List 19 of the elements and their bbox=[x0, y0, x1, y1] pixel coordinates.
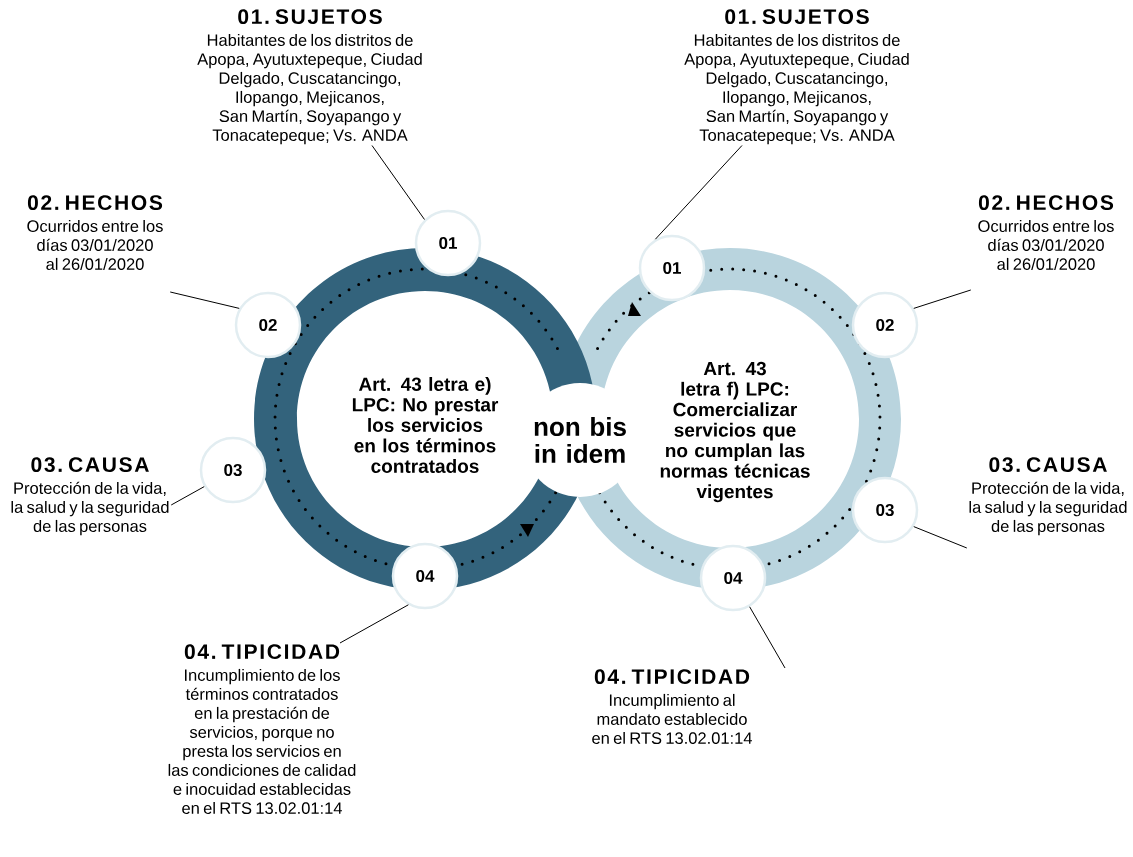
annotation-text: 04. TIPICIDAD Incumplimiento al mandato establecido en el RTS 13.02.01:14 bbox=[592, 669, 752, 744]
leader-line bbox=[169, 291, 240, 309]
leader-line bbox=[913, 289, 972, 309]
annotation-text: 02. HECHOS Ocurridos entre los días 03/01/2020 al 26/01/2020 bbox=[978, 195, 1114, 270]
rule-text: Art. 43 letra e) LPC: No prestar los servicios en los términos contratados bbox=[352, 377, 499, 473]
node-label: non bis in idem bbox=[534, 416, 626, 464]
annotation-text: 01. SUJETOS Habitantes de los distritos de Apopa, Ayutuxtepeque, Ciudad Delgado, Cuscatancingo, Ilopango, Mejicanos, San Martín, Soyapango y Tonacatepeque; Vs. ANDA bbox=[684, 9, 909, 145]
annotation-text: 03. CAUSA Protección de la vida, la salud y la seguridad de las personas bbox=[11, 457, 169, 536]
leader-line bbox=[339, 604, 409, 644]
rule-text: Art. 43 letra f) LPC: Comercializar servicios que no cumplan las normas técnicas vigentes bbox=[660, 361, 810, 503]
annotation-text: 01. SUJETOS Habitantes de los distritos de Apopa, Ayutuxtepeque, Ciudad Delgado, Cuscatancingo, Ilopango, Mejicanos, San Martín, Soyapango y Tonacatepeque; Vs. ANDA bbox=[197, 9, 422, 145]
leader-line bbox=[170, 486, 205, 506]
leader-line bbox=[913, 526, 968, 549]
annotation-text: 04. TIPICIDAD Incumplimiento de los términos contratados en la prestación de servicios, porque no presta los servicios en las condiciones de calidad e inocuidad establecidas en el RTS 13.02.01:14 bbox=[168, 644, 356, 814]
leader-line bbox=[371, 145, 425, 220]
leader-line bbox=[749, 606, 786, 669]
leader-line bbox=[654, 145, 743, 240]
annotation-text: 02. HECHOS Ocurridos entre los días 03/01/2020 al 26/01/2020 bbox=[27, 195, 163, 270]
annotation-text: 03. CAUSA Protección de la vida, la salud y la seguridad de las personas bbox=[969, 457, 1127, 536]
